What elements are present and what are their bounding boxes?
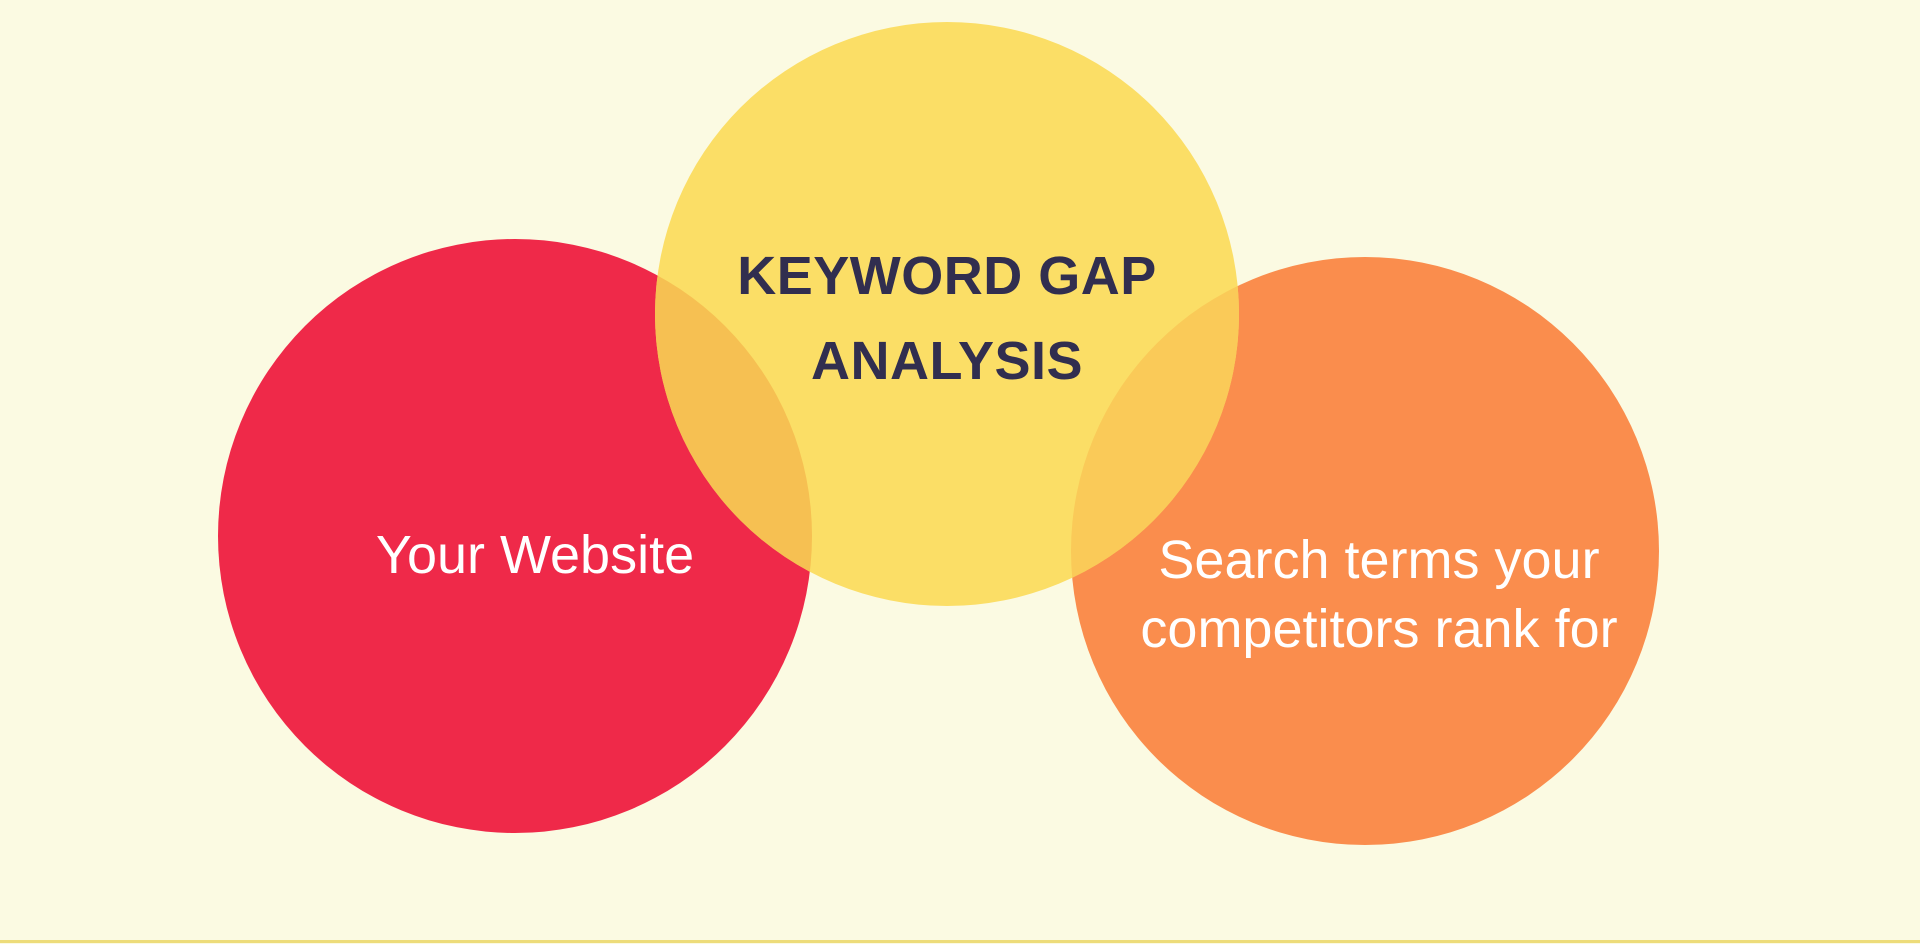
overlap-keywordgap-competitors (1071, 257, 1239, 606)
competitor-search-terms-label: Search terms your competitors rank for (1140, 526, 1617, 664)
competitor-label-line1: Search terms your (1158, 530, 1600, 590)
diagram-title: KEYWORD GAP ANALYSIS (737, 234, 1157, 404)
bottom-edge-line (0, 940, 1920, 943)
diagram-title-line1: KEYWORD GAP (737, 246, 1157, 306)
your-website-circle (218, 239, 812, 833)
diagram-title-line2: ANALYSIS (810, 331, 1084, 391)
your-website-label: Your Website (375, 525, 695, 585)
competitor-label-line2: competitors rank for (1140, 599, 1618, 659)
